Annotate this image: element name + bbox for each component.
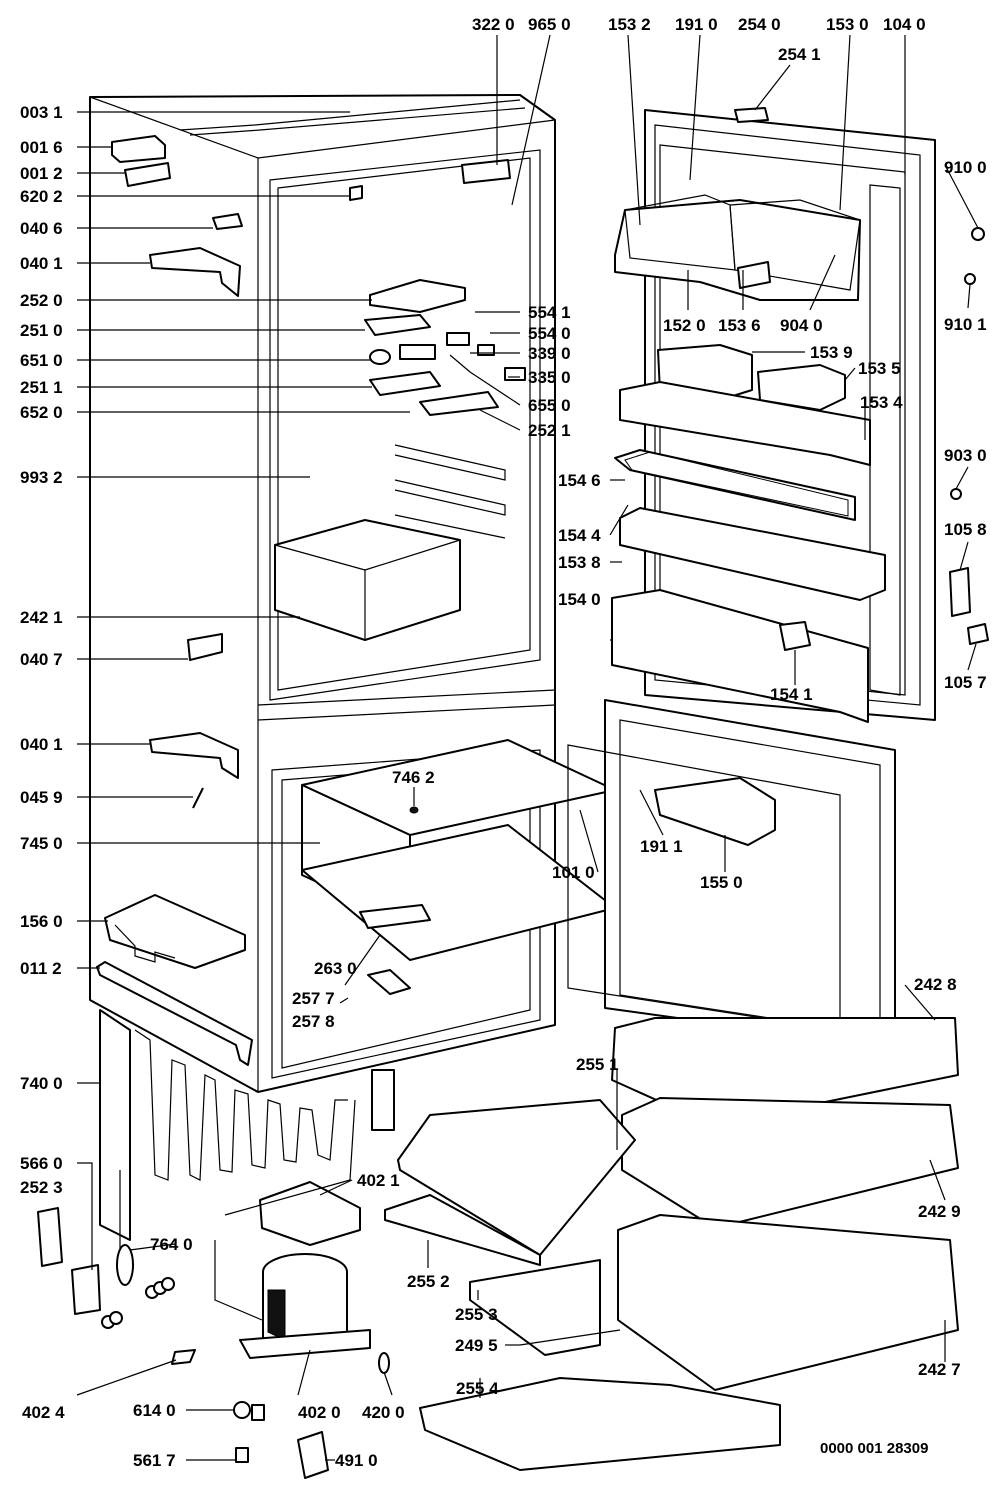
callout-255-3: 255 3 <box>455 1305 498 1324</box>
callout-154-1: 154 1 <box>770 685 813 704</box>
callout-154-6: 154 6 <box>558 471 601 490</box>
callout-254-0: 254 0 <box>738 15 781 34</box>
callout-156-0: 156 0 <box>20 912 63 931</box>
callout-040-7: 040 7 <box>20 650 63 669</box>
callout-965-0: 965 0 <box>528 15 571 34</box>
callout-153-6: 153 6 <box>718 316 761 335</box>
door-bins <box>611 194 886 723</box>
brackets-left <box>96 135 253 1066</box>
callout-764-0: 764 0 <box>150 1235 193 1254</box>
callout-903-0: 903 0 <box>944 446 987 465</box>
callout-746-2: 746 2 <box>392 768 435 787</box>
divider-745-0 <box>301 739 616 995</box>
callout-554-0: 554 0 <box>528 324 571 343</box>
callout-154-4: 154 4 <box>558 526 601 545</box>
bin-242-1 <box>274 519 461 641</box>
callout-263-0: 263 0 <box>314 959 357 978</box>
callout-255-1: 255 1 <box>576 1055 619 1074</box>
freezer-door <box>567 699 896 1049</box>
callout-104-0: 104 0 <box>883 15 926 34</box>
callout-252-1: 252 1 <box>528 421 571 440</box>
callout-242-1: 242 1 <box>20 608 63 627</box>
callout-402-0: 402 0 <box>298 1403 341 1422</box>
callout-040-6: 040 6 <box>20 219 63 238</box>
callout-045-9: 045 9 <box>20 788 63 807</box>
callout-153-4: 153 4 <box>860 393 903 412</box>
callout-254-1: 254 1 <box>778 45 821 64</box>
callout-655-0: 655 0 <box>528 396 571 415</box>
callout-651-0: 651 0 <box>20 351 63 370</box>
callout-labels: 003 1 001 6 001 2 620 2 040 6 040 1 252 … <box>20 15 987 1470</box>
callout-740-0: 740 0 <box>20 1074 63 1093</box>
drawing-reference: 0000 001 28309 <box>820 1440 928 1457</box>
callout-993-2: 993 2 <box>20 468 63 487</box>
leader-lines <box>76 34 979 1461</box>
callout-904-0: 904 0 <box>780 316 823 335</box>
callout-152-0: 152 0 <box>663 316 706 335</box>
condenser <box>99 1009 395 1241</box>
callout-040-1-lower: 040 1 <box>20 735 63 754</box>
callout-339-0: 339 0 <box>528 344 571 363</box>
callout-153-5: 153 5 <box>858 359 901 378</box>
callout-910-0: 910 0 <box>944 158 987 177</box>
callout-252-3: 252 3 <box>20 1178 63 1197</box>
callout-402-1: 402 1 <box>357 1171 400 1190</box>
callout-251-0: 251 0 <box>20 321 63 340</box>
callout-257-8: 257 8 <box>292 1012 335 1031</box>
callout-335-0: 335 0 <box>528 368 571 387</box>
callout-614-0: 614 0 <box>133 1401 176 1420</box>
callout-003-1: 003 1 <box>20 103 63 122</box>
callout-255-2: 255 2 <box>407 1272 450 1291</box>
callout-242-9: 242 9 <box>918 1202 961 1221</box>
callout-491-0: 491 0 <box>335 1451 378 1470</box>
callout-420-0: 420 0 <box>362 1403 405 1422</box>
callout-322-0: 322 0 <box>472 15 515 34</box>
callout-242-8: 242 8 <box>914 975 957 994</box>
callout-153-9: 153 9 <box>810 343 853 362</box>
callout-001-2: 001 2 <box>20 164 63 183</box>
drawers <box>384 1017 959 1471</box>
callout-554-1: 554 1 <box>528 303 571 322</box>
callout-191-0: 191 0 <box>675 15 718 34</box>
callout-101-0: 101 0 <box>552 863 595 882</box>
callout-105-8: 105 8 <box>944 520 987 539</box>
callout-155-0: 155 0 <box>700 873 743 892</box>
callout-402-4: 402 4 <box>22 1403 65 1422</box>
callout-040-1-upper: 040 1 <box>20 254 63 273</box>
callout-153-8: 153 8 <box>558 553 601 572</box>
callout-257-7: 257 7 <box>292 989 335 1008</box>
light-assembly <box>349 159 526 416</box>
compressor <box>37 1099 390 1479</box>
callout-252-0: 252 0 <box>20 291 63 310</box>
callout-154-0: 154 0 <box>558 590 601 609</box>
callout-011-2: 011 2 <box>20 959 62 978</box>
callout-255-4: 255 4 <box>456 1379 499 1398</box>
callout-153-2: 153 2 <box>608 15 651 34</box>
callout-251-1: 251 1 <box>20 378 63 397</box>
callout-561-7: 561 7 <box>133 1451 176 1470</box>
callout-242-7: 242 7 <box>918 1360 961 1379</box>
callout-566-0: 566 0 <box>20 1154 63 1173</box>
callout-249-5: 249 5 <box>455 1336 498 1355</box>
shelf-rails <box>394 444 506 539</box>
callout-001-6: 001 6 <box>20 138 63 157</box>
callout-745-0: 745 0 <box>20 834 63 853</box>
callout-153-0: 153 0 <box>826 15 869 34</box>
callout-105-7: 105 7 <box>944 673 987 692</box>
callout-652-0: 652 0 <box>20 403 63 422</box>
callout-910-1: 910 1 <box>944 315 987 334</box>
callout-191-1: 191 1 <box>640 837 683 856</box>
callout-620-2: 620 2 <box>20 187 63 206</box>
